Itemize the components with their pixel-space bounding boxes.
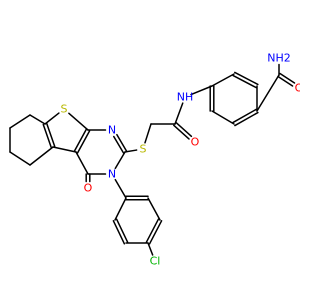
ketone-oxygen-label: O xyxy=(84,182,93,195)
bond-c2-n1 xyxy=(113,135,125,154)
pyrimidine-n1-label: N xyxy=(108,124,116,137)
bond-n3-c2 xyxy=(114,151,126,170)
bond-c2-n1 xyxy=(116,133,128,152)
bond-p5-p6 xyxy=(112,220,126,245)
bond-b5-b6 xyxy=(211,110,235,125)
bond-b4-b5 xyxy=(234,111,259,127)
chlorine-label: Cl xyxy=(150,255,161,268)
bond-hx4-c3a xyxy=(29,146,54,166)
bond-c8a-c4a xyxy=(73,128,88,152)
bond-c8a-c4a xyxy=(76,130,91,154)
bond-cCO-oCO xyxy=(175,121,193,138)
bond-p5-p6 xyxy=(115,218,129,243)
bond-n3-p1 xyxy=(114,178,127,199)
amine-nh2-label: NH2 xyxy=(267,52,291,65)
bond-nh-cCO xyxy=(174,102,184,125)
bond-c7a-hx1 xyxy=(29,114,46,125)
pyrimidine-n3-label: N xyxy=(108,168,116,181)
bond-hx3-hx4 xyxy=(9,151,31,166)
amide-nh-label: NH xyxy=(177,91,194,104)
bond-b2-b3 xyxy=(232,74,257,89)
bond-cAm-oAm xyxy=(279,72,296,84)
bond-c7a-c3a xyxy=(45,122,56,148)
thioether-sulfur-label: S xyxy=(140,143,147,156)
bond-c3a-c4a xyxy=(52,146,77,153)
bond-b4-cAm xyxy=(256,74,280,112)
bond-b2-b3 xyxy=(234,71,259,86)
bond-p3-p4 xyxy=(145,218,160,243)
bond-p4-cl xyxy=(147,242,154,256)
bond-cCO-oCO xyxy=(173,124,190,140)
bond-p3-p4 xyxy=(148,220,163,245)
bond-c8a-sT xyxy=(68,112,89,131)
bond-lines xyxy=(9,63,296,256)
thiophene-sulfur-label: S xyxy=(61,103,68,116)
bond-c7a-c3a xyxy=(42,123,53,149)
bond-b1-b2 xyxy=(211,73,235,87)
bond-b1-nh xyxy=(190,85,213,96)
bond-cAm-oAm xyxy=(277,75,294,87)
bond-b4-b5 xyxy=(232,108,257,124)
bond-ch2-sLink xyxy=(144,123,152,144)
bond-p6-p1 xyxy=(114,197,127,221)
bond-hx1-hx2 xyxy=(9,114,31,129)
bond-sT-c7a xyxy=(44,112,60,125)
amide-oxygen-label: O xyxy=(295,82,300,95)
bond-c4a-c4 xyxy=(75,151,89,175)
bond-p2-p3 xyxy=(147,197,161,221)
acetyl-oxygen-label: O xyxy=(191,136,200,149)
